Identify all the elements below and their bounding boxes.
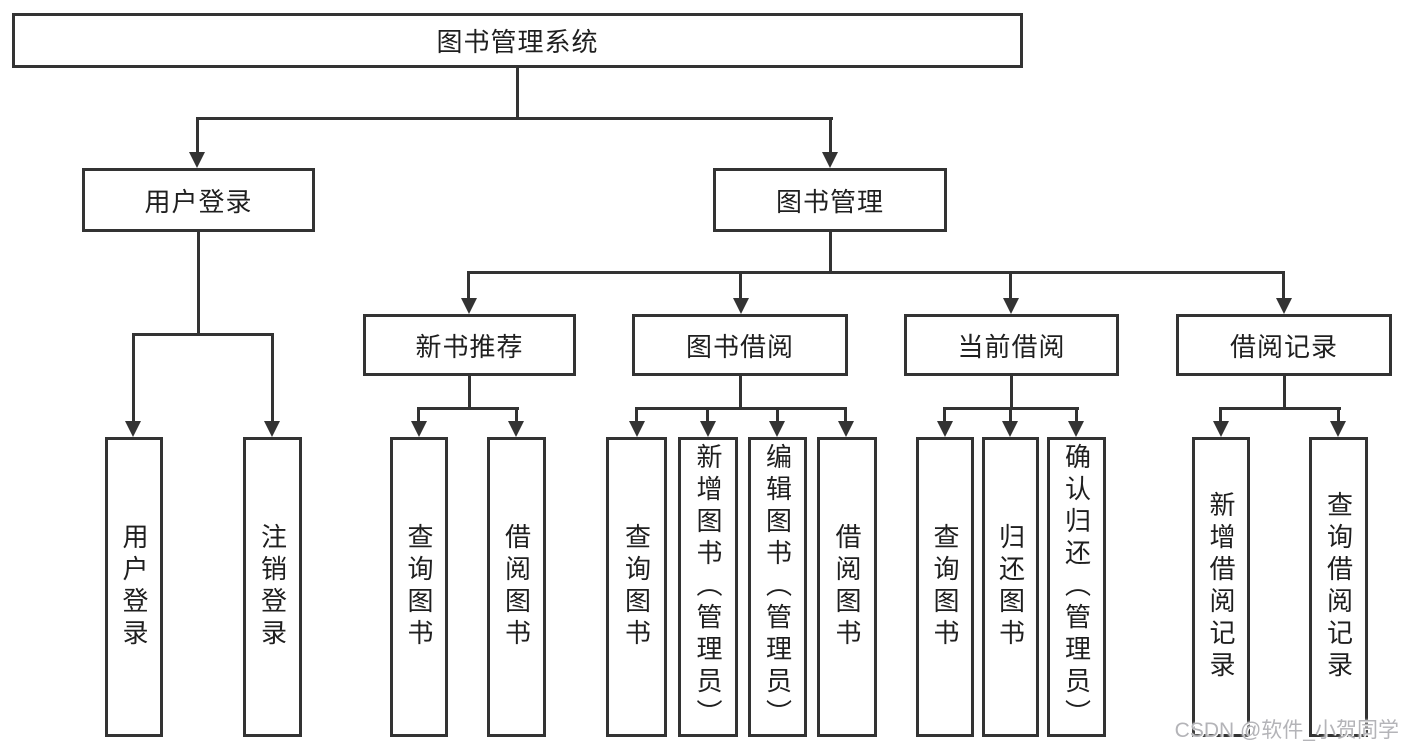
connector-mgmt-drop-3: [1009, 271, 1012, 301]
leaf-label: 新增借阅记录: [1206, 491, 1236, 683]
arrowhead-to-leaf-edit-books: [769, 421, 785, 437]
connector-records-drop-2: [1337, 407, 1340, 423]
csdn-watermark: CSDN @软件_小贺同学: [1174, 719, 1399, 742]
connector-root-drop-left: [196, 117, 199, 155]
arrowhead-to-leaf-return-books: [1002, 421, 1018, 437]
node-borrowing-records: 借阅记录: [1176, 314, 1392, 376]
connector-records-stem: [1283, 376, 1286, 410]
connector-borrowing-drop-3: [776, 407, 779, 423]
connector-current-drop-2: [1009, 407, 1012, 423]
leaf-borrow-books-recommend: 借阅图书: [487, 437, 546, 737]
connector-root-drop-right: [829, 117, 832, 155]
node-label: 借阅记录: [1229, 331, 1338, 362]
arrowhead-to-leaf-query-books-current: [937, 421, 953, 437]
arrowhead-to-leaf-query-books-recommend: [411, 421, 427, 437]
leaf-label: 查询借阅记录: [1323, 491, 1354, 683]
arrowhead-to-leaf-user-login: [125, 421, 141, 437]
arrowhead-to-book-management: [822, 152, 838, 168]
connector-borrowing-drop-2: [706, 407, 709, 423]
leaf-edit-books-admin: 编辑图书（管理员）: [748, 437, 807, 737]
connector-mgmt-drop-1: [467, 271, 470, 301]
arrowhead-to-leaf-confirm-return: [1068, 421, 1084, 437]
leaf-query-books-recommend: 查询图书: [390, 437, 448, 737]
arrowhead-to-new-book-recommendation: [461, 298, 477, 314]
connector-borrowing-stem: [739, 376, 742, 410]
leaf-label: 借阅图书: [832, 523, 862, 651]
connector-borrowing-drop-4: [844, 407, 847, 423]
connector-root-stem: [516, 68, 519, 120]
connector-records-rail: [1219, 407, 1341, 410]
connector-mgmt-drop-4: [1282, 271, 1285, 301]
connector-current-stem: [1010, 376, 1013, 410]
arrowhead-to-leaf-borrow-books: [838, 421, 854, 437]
arrowhead-to-current-borrowing: [1003, 298, 1019, 314]
arrowhead-to-borrowing-records: [1276, 298, 1292, 314]
leaf-return-books: 归还图书: [982, 437, 1039, 737]
leaf-label: 查询图书: [404, 523, 434, 651]
node-book-management-system: 图书管理系统: [12, 13, 1023, 68]
leaf-label: 注销登录: [257, 523, 288, 651]
leaf-add-books-admin: 新增图书（管理员）: [678, 437, 738, 737]
arrowhead-to-leaf-logout: [264, 421, 280, 437]
leaf-label: 归还图书: [995, 523, 1026, 651]
connector-recommend-drop-2: [515, 407, 518, 423]
arrowhead-to-book-borrowing: [733, 298, 749, 314]
arrowhead-to-leaf-add-borrow-record: [1213, 421, 1229, 437]
connector-login-rail: [132, 333, 274, 336]
node-label: 图书借阅: [685, 331, 794, 362]
connector-login-stem: [197, 232, 200, 336]
arrowhead-to-leaf-query-borrow-record: [1330, 421, 1346, 437]
connector-borrowing-rail: [635, 407, 847, 410]
leaf-confirm-return-admin: 确认归还（管理员）: [1047, 437, 1106, 737]
node-new-book-recommendation: 新书推荐: [363, 314, 576, 376]
node-label: 图书管理: [775, 186, 884, 217]
leaf-query-books-current: 查询图书: [916, 437, 974, 737]
connector-borrowing-drop-1: [635, 407, 638, 423]
connector-recommend-stem: [468, 376, 471, 410]
arrowhead-to-leaf-borrow-books-recommend: [508, 421, 524, 437]
connector-current-drop-1: [943, 407, 946, 423]
leaf-query-borrow-record: 查询借阅记录: [1309, 437, 1368, 737]
leaf-borrow-books-borrowing: 借阅图书: [817, 437, 877, 737]
leaf-add-borrow-record: 新增借阅记录: [1192, 437, 1250, 737]
leaf-label: 确认归还（管理员）: [1061, 443, 1092, 731]
leaf-label: 查询图书: [621, 523, 652, 651]
node-label: 当前借阅: [957, 331, 1066, 362]
connector-mgmt-rail: [467, 271, 1285, 274]
node-label: 图书管理系统: [436, 27, 599, 57]
connector-recommend-drop-1: [417, 407, 420, 423]
leaf-label: 借阅图书: [501, 523, 532, 651]
connector-mgmt-drop-2: [739, 271, 742, 301]
connector-login-drop-right: [271, 333, 274, 423]
leaf-label: 编辑图书（管理员）: [762, 443, 793, 731]
connector-recommend-rail: [417, 407, 519, 410]
node-current-borrowing: 当前借阅: [904, 314, 1119, 376]
leaf-label: 查询图书: [930, 523, 960, 651]
node-book-management: 图书管理: [713, 168, 947, 232]
leaf-user-login: 用户登录: [105, 437, 163, 737]
node-user-login: 用户登录: [82, 168, 315, 232]
connector-root-rail: [196, 117, 833, 120]
node-label: 用户登录: [144, 186, 253, 217]
connector-current-drop-3: [1075, 407, 1078, 423]
arrowhead-to-user-login: [189, 152, 205, 168]
node-book-borrowing: 图书借阅: [632, 314, 848, 376]
leaf-logout: 注销登录: [243, 437, 302, 737]
leaf-label: 新增图书（管理员）: [693, 443, 723, 731]
arrowhead-to-leaf-query-books-borrowing: [629, 421, 645, 437]
connector-records-drop-1: [1219, 407, 1222, 423]
node-label: 新书推荐: [415, 331, 524, 362]
connector-mgmt-stem: [829, 232, 832, 274]
arrowhead-to-leaf-add-books: [700, 421, 716, 437]
leaf-label: 用户登录: [119, 523, 149, 651]
connector-login-drop-left: [132, 333, 135, 423]
leaf-query-books-borrowing: 查询图书: [606, 437, 667, 737]
